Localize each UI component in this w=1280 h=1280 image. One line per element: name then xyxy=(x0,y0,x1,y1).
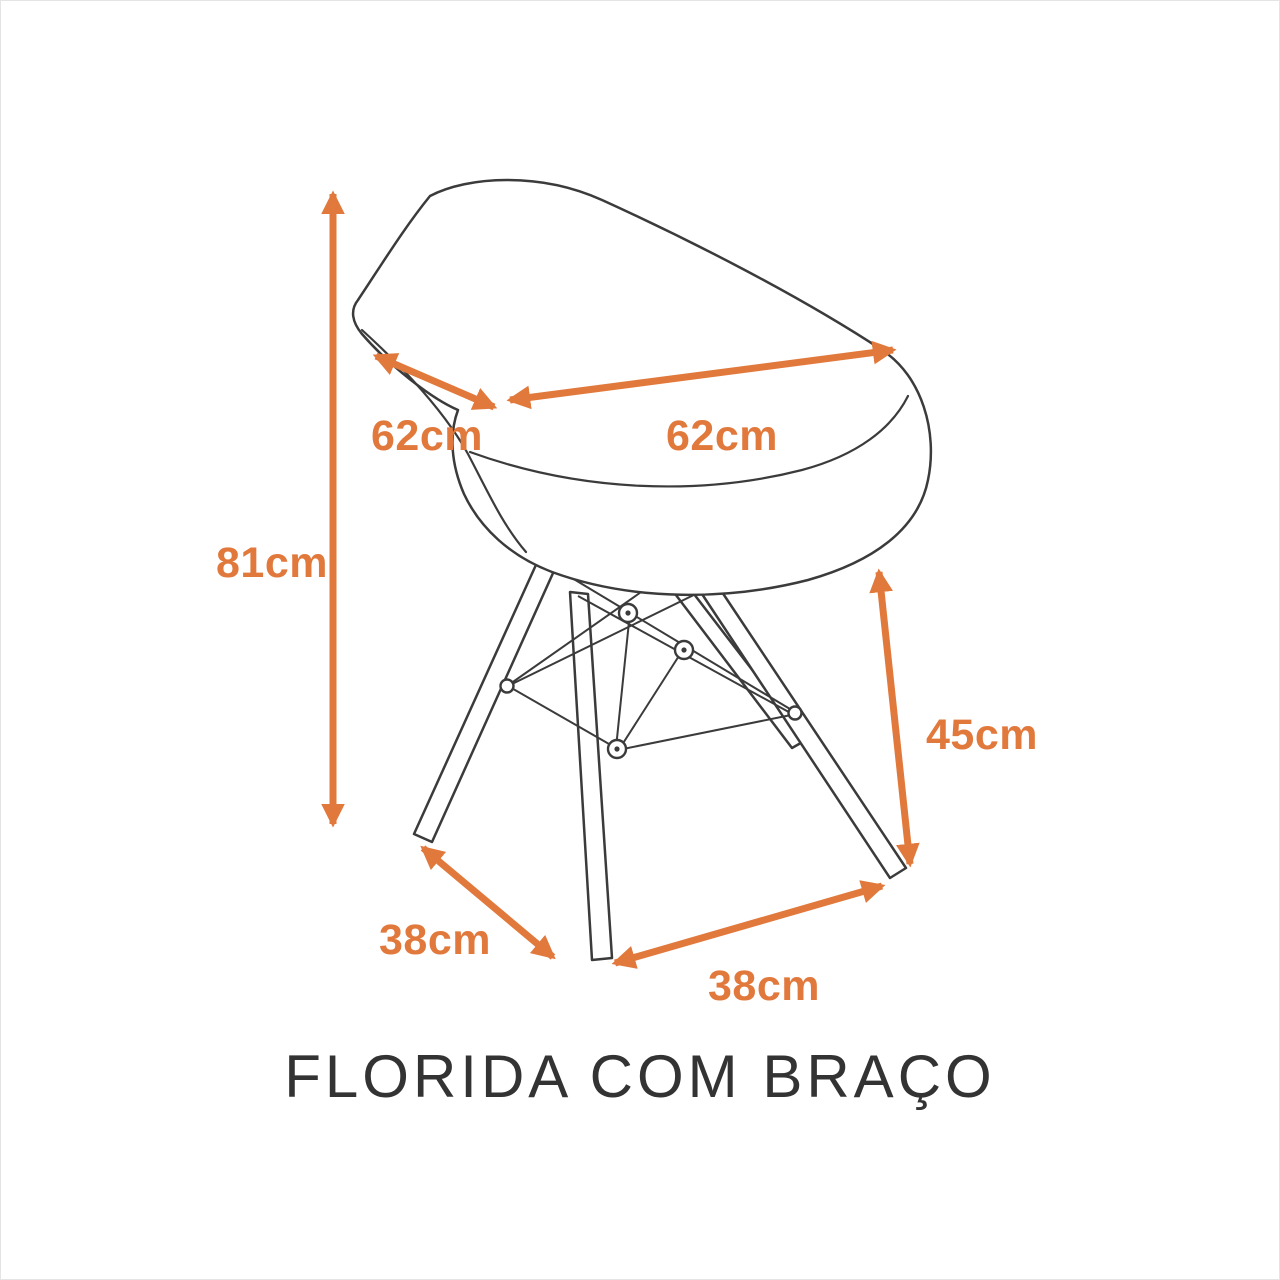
chair-leg-front-center xyxy=(568,590,614,962)
chair-shell xyxy=(351,178,933,597)
base-width-arrow xyxy=(611,880,886,969)
base-joints xyxy=(499,602,803,760)
shell-outline xyxy=(351,178,933,597)
base-depth-label: 38cm xyxy=(379,916,491,964)
product-title: FLORIDA COM BRAÇO xyxy=(284,1043,996,1110)
chair-leg-front-left xyxy=(412,554,560,844)
dimension-arrows xyxy=(321,190,920,969)
base-depth-arrow xyxy=(420,845,556,960)
base-width-label: 38cm xyxy=(708,962,820,1010)
seat-height-label: 45cm xyxy=(926,711,1038,759)
total-width-arrow xyxy=(506,340,897,410)
wire-struts xyxy=(507,565,797,751)
chair-base xyxy=(412,544,908,962)
seat-depth-label: 62cm xyxy=(371,412,483,460)
chair-leg-right xyxy=(696,578,908,880)
total-height-label: 81cm xyxy=(216,539,328,587)
seat-height-arrow xyxy=(869,568,920,868)
seat-inner-edge xyxy=(468,394,910,488)
seat-depth-arrow xyxy=(372,352,498,411)
total-width-label: 62cm xyxy=(666,412,778,460)
